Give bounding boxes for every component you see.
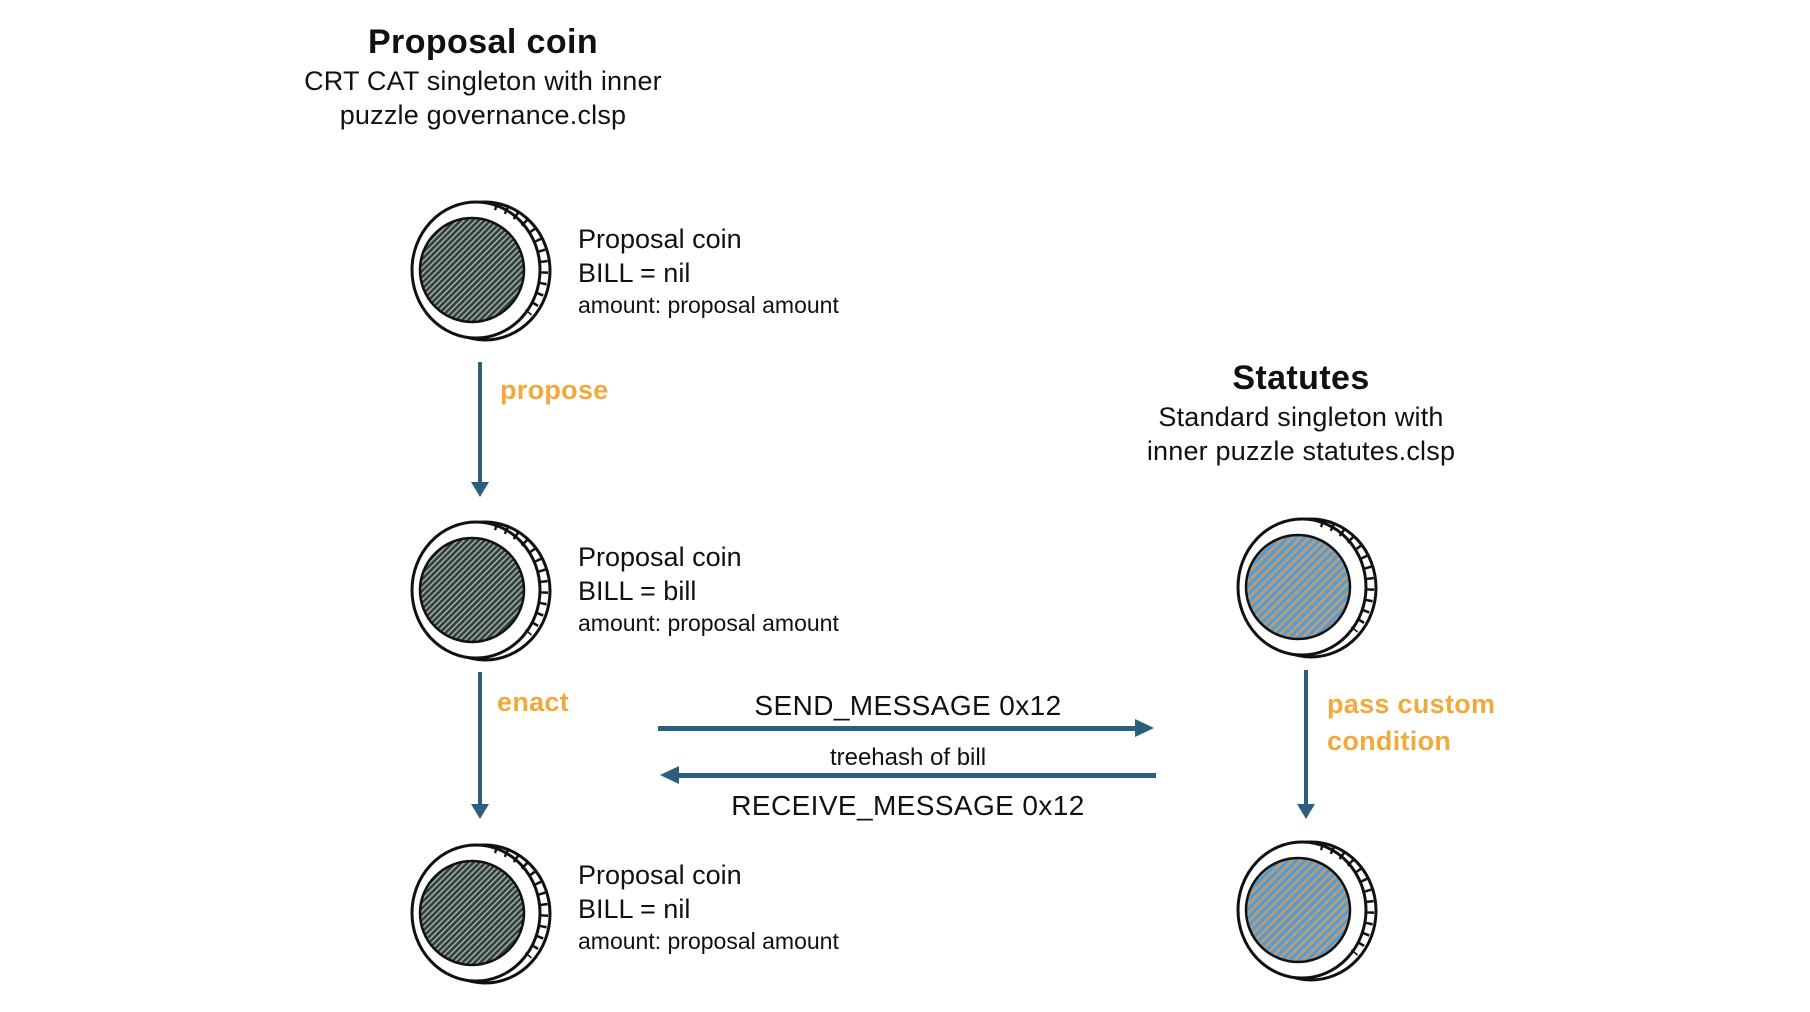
proposal-coin-3-label: Proposal coin BILL = nil amount: proposa… [578, 858, 839, 957]
send-message-label: SEND_MESSAGE 0x12 [754, 690, 1062, 721]
pass-custom-condition-line2: condition [1327, 726, 1452, 756]
statutes-subtitle-line2: inner puzzle statutes.clsp [1146, 436, 1456, 466]
proposal-coin-2-label: Proposal coin BILL = bill amount: propos… [578, 540, 839, 639]
treehash-label: treehash of bill [829, 744, 987, 771]
coin-name: Proposal coin [578, 542, 742, 572]
proposal-coin-1-label: Proposal coin BILL = nil amount: proposa… [578, 222, 839, 321]
proposal-coin-subtitle-line2: puzzle governance.clsp [339, 100, 627, 130]
statutes-coin-icon-1 [1231, 512, 1381, 662]
enact-label: enact [497, 687, 570, 717]
pass-custom-condition-line1: pass custom [1327, 689, 1496, 719]
coin-bill-state: BILL = nil [578, 258, 691, 288]
coin-amount: amount: proposal amount [578, 292, 839, 318]
propose-arrow [471, 362, 489, 497]
coin-amount: amount: proposal amount [578, 610, 839, 636]
statutes-coin-icon-2 [1231, 835, 1381, 985]
receive-message-arrow [660, 766, 1156, 784]
statutes-header: Statutes Standard singleton with inner p… [1001, 356, 1601, 468]
proposal-coin-icon-3 [405, 838, 555, 988]
coin-bill-state: BILL = bill [578, 576, 697, 606]
proposal-coin-icon-1 [405, 195, 555, 345]
proposal-coin-icon-2 [405, 515, 555, 665]
proposal-coin-header: Proposal coin CRT CAT singleton with inn… [183, 20, 783, 132]
coin-amount: amount: proposal amount [578, 928, 839, 954]
enact-arrow [471, 672, 489, 819]
pass-custom-condition-arrow [1297, 670, 1315, 819]
send-message-arrow [658, 719, 1154, 737]
statutes-title: Statutes [1232, 359, 1370, 397]
statutes-subtitle-line1: Standard singleton with [1158, 402, 1444, 432]
proposal-coin-subtitle-line1: CRT CAT singleton with inner [304, 66, 662, 96]
coin-name: Proposal coin [578, 860, 742, 890]
propose-label: propose [500, 375, 609, 405]
proposal-coin-title: Proposal coin [367, 23, 599, 61]
pass-custom-condition-label: pass custom condition [1327, 686, 1495, 760]
receive-message-label: RECEIVE_MESSAGE 0x12 [731, 790, 1085, 821]
coin-bill-state: BILL = nil [578, 894, 691, 924]
coin-name: Proposal coin [578, 224, 742, 254]
